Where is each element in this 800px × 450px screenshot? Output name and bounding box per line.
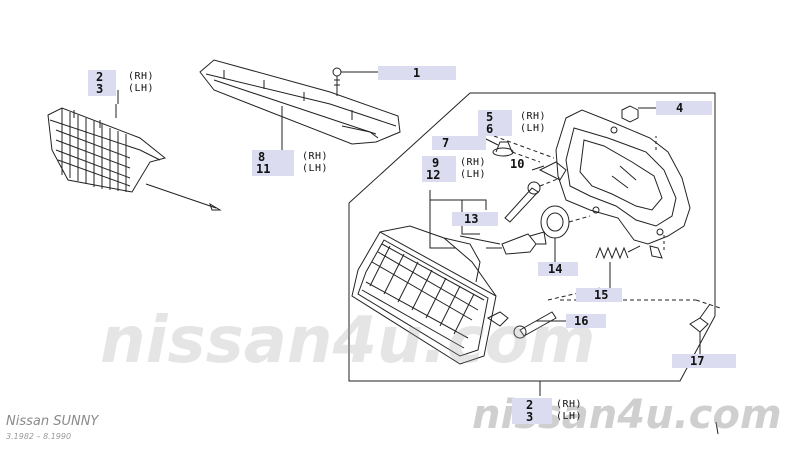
- model-name: Nissan SUNNY: [6, 414, 99, 429]
- bulb: [486, 231, 547, 255]
- watermark-main: nissan4u.com: [100, 304, 596, 378]
- group-outline: [348, 92, 716, 382]
- production-years: 3.1982 – 8.1990: [6, 432, 72, 441]
- headlamp-mounting-bracket: [531, 109, 691, 259]
- panel-clip: [332, 67, 378, 96]
- adjuster-spring: [595, 245, 641, 260]
- bulb-socket: [540, 205, 591, 239]
- mounting-screw: [513, 311, 557, 339]
- leader-lines: [117, 90, 721, 435]
- grille-panel: [47, 104, 222, 211]
- grommet-part7: [492, 141, 541, 163]
- retainer-clip: [689, 303, 711, 356]
- adjusting-screw: [504, 177, 561, 223]
- nut-part4: [621, 105, 660, 123]
- headlamp-assembly: [351, 225, 509, 365]
- upper-finisher-panel: [199, 59, 401, 145]
